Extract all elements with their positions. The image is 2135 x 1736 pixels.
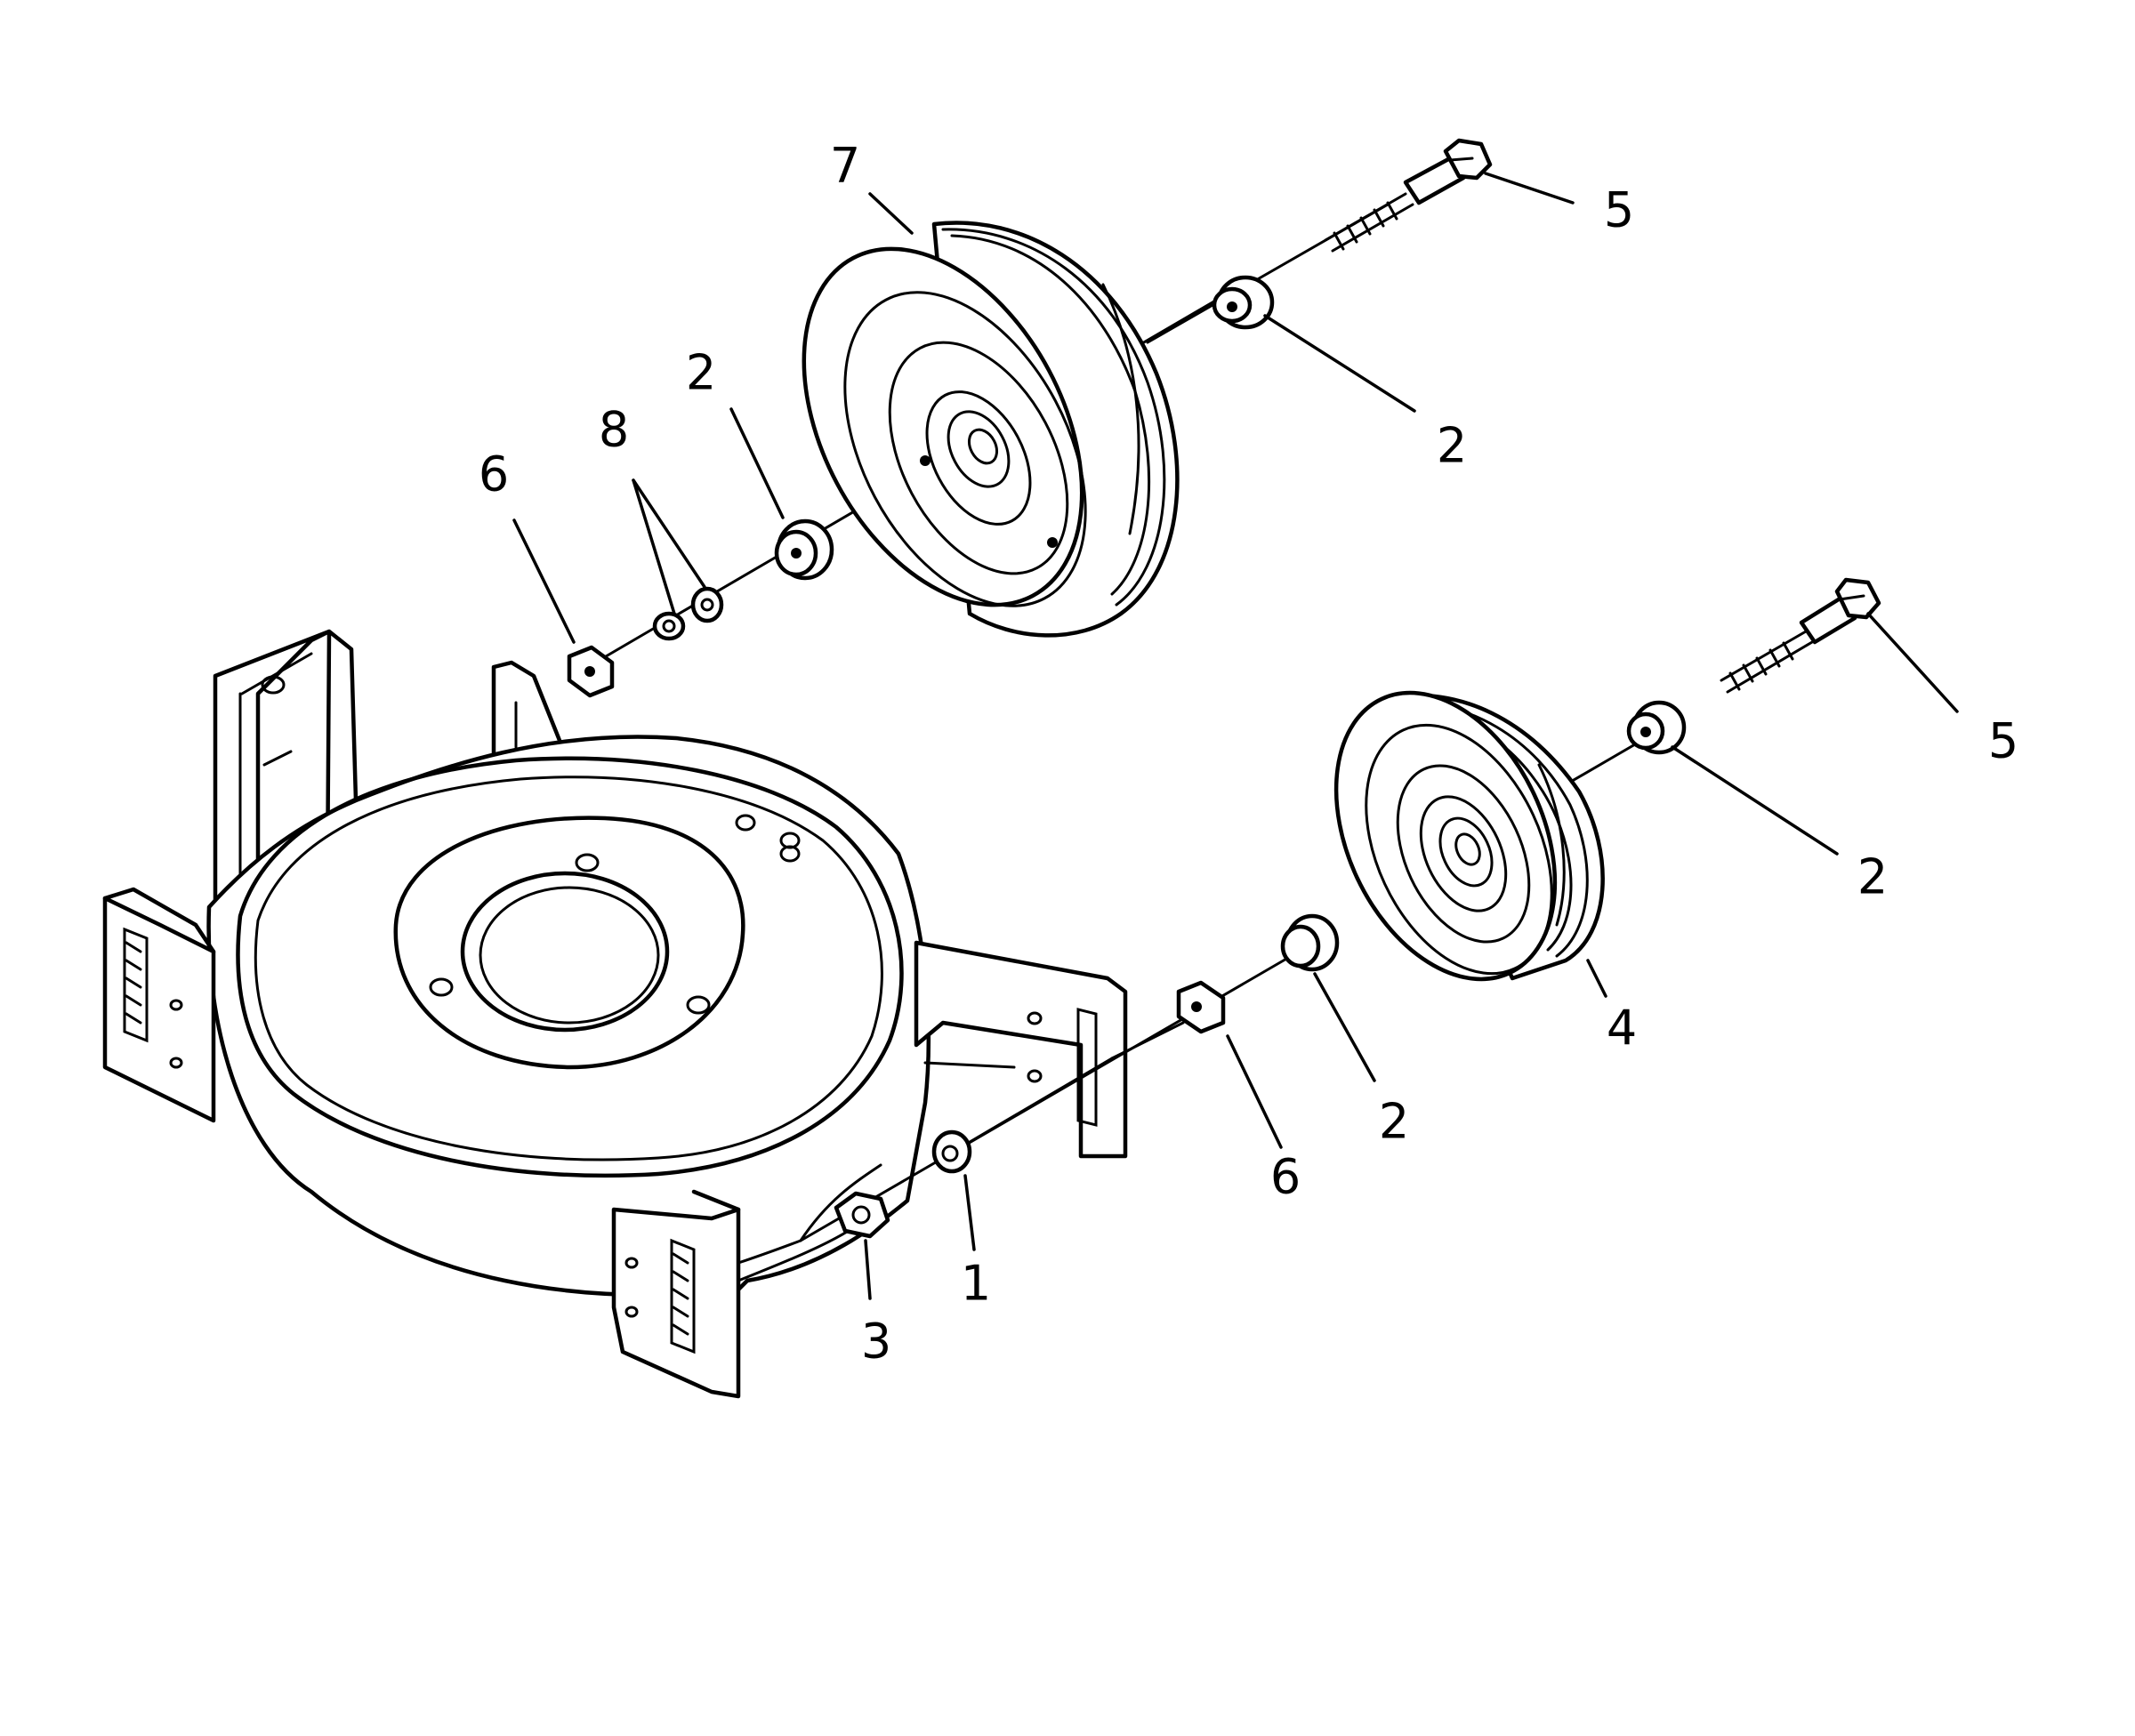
nut-pair — [652, 586, 724, 641]
callout-6-upper: 6 — [479, 446, 509, 502]
small-front-wheel — [1333, 690, 1605, 982]
lower-axle-assembly — [737, 577, 1881, 1265]
callout-1: 1 — [961, 1256, 991, 1312]
callout-2-lower-left: 2 — [1379, 1094, 1409, 1150]
callout-labels: 7 5 2 2 8 6 5 2 4 2 6 1 3 — [479, 138, 2018, 1370]
leader-lines — [512, 172, 1959, 1300]
callout-8: 8 — [599, 402, 629, 458]
callout-4: 4 — [1607, 1001, 1637, 1057]
callout-5-upper: 5 — [1604, 182, 1634, 238]
upper-axle-assembly — [567, 138, 1493, 698]
spacer-lower-right — [1626, 700, 1687, 755]
shoulder-bolt-lower — [1720, 577, 1881, 694]
hex-nut — [834, 1191, 890, 1239]
square-nut-upper — [567, 645, 615, 698]
callout-2-upper-left: 2 — [686, 345, 716, 401]
callout-7: 7 — [830, 138, 860, 194]
callout-2-upper-right: 2 — [1437, 418, 1467, 474]
callout-6-lower: 6 — [1270, 1149, 1301, 1205]
spacer-upper-left — [774, 518, 834, 581]
large-rear-wheel — [802, 221, 1180, 638]
callout-3: 3 — [861, 1314, 891, 1370]
spacer-upper-right — [1212, 275, 1275, 330]
flat-washer — [931, 1129, 972, 1174]
shoulder-bolt-upper — [1324, 138, 1493, 253]
spacer-lower-left — [1280, 913, 1340, 972]
square-nut-lower — [1176, 980, 1226, 1034]
callout-5-lower: 5 — [1988, 713, 2018, 769]
mower-deck — [102, 629, 1128, 1399]
callout-2-lower-right: 2 — [1857, 849, 1888, 905]
